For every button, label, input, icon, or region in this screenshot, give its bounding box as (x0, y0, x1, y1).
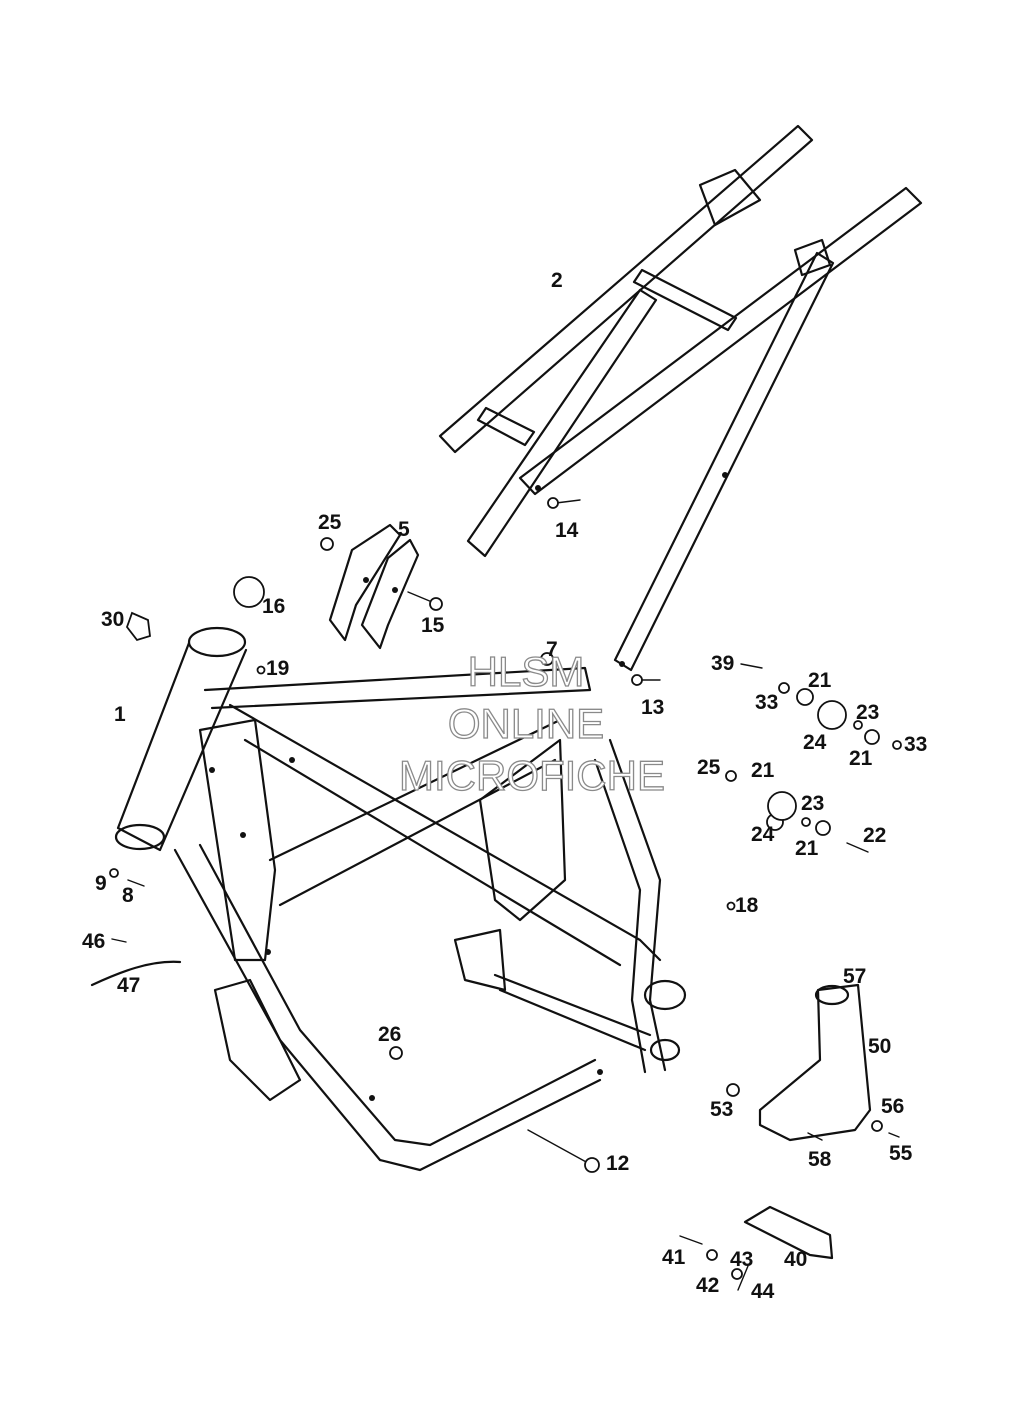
callout-16: 16 (262, 595, 285, 618)
watermark-line-2: ONLINE (448, 700, 604, 747)
hardware (90, 497, 902, 1173)
callout-24-b: 24 (751, 823, 775, 846)
callout-9: 9 (95, 872, 107, 895)
callout-15: 15 (421, 614, 445, 637)
callout-56: 56 (881, 1095, 904, 1118)
watermark-line-3: MICROFICHE (399, 752, 665, 799)
callout-42: 42 (696, 1274, 719, 1297)
callout-21-a: 21 (808, 669, 832, 692)
callout-33-b: 33 (904, 733, 927, 756)
callout-47: 47 (117, 974, 140, 997)
footpeg (679, 1205, 834, 1291)
callout-25-b: 25 (697, 756, 721, 779)
callout-12: 12 (606, 1152, 629, 1175)
callout-21-b: 21 (849, 747, 873, 770)
callout-8: 8 (122, 884, 134, 907)
callout-23-a: 23 (856, 701, 879, 724)
callout-23-b: 23 (801, 792, 824, 815)
rear-subframe (438, 124, 923, 672)
callout-19: 19 (266, 657, 289, 680)
callout-21-d: 21 (795, 837, 819, 860)
callout-2: 2 (551, 269, 563, 292)
callout-50: 50 (868, 1035, 891, 1058)
watermark-line-1: HLSM (468, 648, 585, 695)
callout-24-a: 24 (803, 731, 827, 754)
callout-22: 22 (863, 824, 886, 847)
callout-33-a: 33 (755, 691, 778, 714)
callout-26: 26 (378, 1023, 401, 1046)
callout-43: 43 (730, 1248, 753, 1271)
callout-25-a: 25 (318, 511, 342, 534)
callout-30: 30 (101, 608, 124, 631)
side-cover (726, 983, 900, 1142)
callout-46: 46 (82, 930, 105, 953)
watermark: HLSM ONLINE MICROFICHE (398, 647, 665, 799)
mount-brackets (328, 523, 420, 650)
callout-41: 41 (662, 1246, 686, 1269)
callout-14: 14 (555, 519, 579, 542)
main-frame (114, 626, 687, 1172)
callout-57: 57 (843, 965, 866, 988)
callout-1: 1 (114, 703, 126, 726)
callout-58: 58 (808, 1148, 832, 1171)
callout-44: 44 (751, 1280, 775, 1303)
callout-55: 55 (889, 1142, 913, 1165)
callout-13: 13 (641, 696, 664, 719)
callout-53: 53 (710, 1098, 733, 1121)
callout-21-c: 21 (751, 759, 775, 782)
callout-39: 39 (711, 652, 734, 675)
callout-5: 5 (398, 518, 410, 541)
callouts: 1 2 5 7 8 9 12 13 14 15 16 18 19 21 21 2… (82, 269, 927, 1303)
callout-7: 7 (546, 638, 558, 661)
callout-18: 18 (735, 894, 759, 917)
callout-40: 40 (784, 1248, 807, 1271)
